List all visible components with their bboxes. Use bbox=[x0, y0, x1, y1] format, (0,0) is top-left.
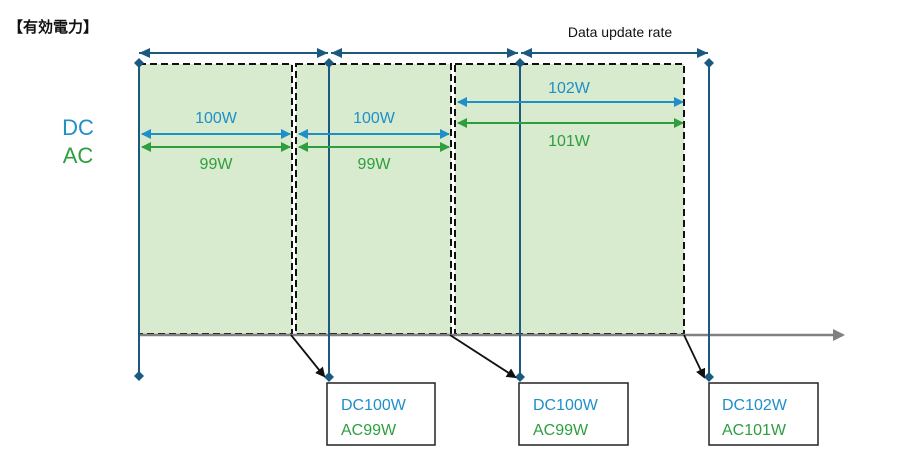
interval-1-ac-arrow-right bbox=[281, 142, 291, 152]
interval-2-ac-arrow-right bbox=[440, 142, 450, 152]
interval-1-ac-value: 99W bbox=[200, 156, 234, 173]
marker-diamond-top-3 bbox=[704, 58, 714, 68]
measurement-window-1 bbox=[139, 64, 292, 334]
window-border-2 bbox=[295, 63, 452, 335]
interval-3: 102W 101W bbox=[457, 80, 684, 150]
marker-diamond-top-2 bbox=[515, 58, 525, 68]
output-pointer-arrow-3 bbox=[683, 334, 706, 379]
output-pointer-arrow-1 bbox=[290, 334, 326, 378]
output-box-2-frame bbox=[518, 382, 629, 446]
measurement-window-3 bbox=[455, 64, 684, 334]
interval-2-ac-value: 99W bbox=[358, 156, 392, 173]
output-pointer-arrow-2 bbox=[449, 334, 517, 379]
marker-diamond-top-1 bbox=[324, 58, 334, 68]
interval-1-dc-value: 100W bbox=[195, 110, 238, 127]
interval-2-dc-arrow-right bbox=[440, 129, 450, 139]
rate-arrowhead-right-3 bbox=[697, 48, 708, 58]
marker-diamond-top-0 bbox=[134, 58, 144, 68]
rate-arrowhead-right-1 bbox=[317, 48, 328, 58]
legend-ac: AC bbox=[63, 143, 94, 168]
data-update-rate-label: Data update rate bbox=[568, 24, 673, 40]
output-box-2: DC100W AC99W bbox=[518, 382, 629, 446]
interval-2-dc-value: 100W bbox=[353, 110, 396, 127]
output-box-3: DC102W AC101W bbox=[708, 382, 819, 446]
rate-arrowhead-left-3 bbox=[521, 48, 532, 58]
output-box-1-ac: AC99W bbox=[341, 422, 397, 439]
output-box-1: DC100W AC99W bbox=[326, 382, 436, 446]
rate-arrowhead-left-2 bbox=[331, 48, 342, 58]
diagram-title: 【有効電力】 bbox=[8, 18, 98, 36]
interval-3-ac-arrow-left bbox=[457, 118, 467, 128]
window-border-3 bbox=[454, 63, 685, 335]
output-box-3-frame bbox=[708, 382, 819, 446]
measurement-window-2 bbox=[296, 64, 451, 334]
update-markers bbox=[134, 58, 714, 382]
marker-diamond-bottom-3 bbox=[704, 372, 714, 382]
interval-1-dc-arrow-right bbox=[281, 129, 291, 139]
update-rate-arrows bbox=[139, 48, 708, 58]
interval-2: 100W 99W bbox=[298, 110, 450, 173]
marker-diamond-bottom-2 bbox=[515, 372, 525, 382]
interval-3-ac-arrow-right bbox=[674, 118, 684, 128]
interval-3-ac-value: 101W bbox=[548, 133, 591, 150]
marker-diamond-bottom-1 bbox=[324, 372, 334, 382]
output-box-2-dc: DC100W bbox=[533, 397, 599, 414]
marker-diamond-bottom-0 bbox=[134, 371, 144, 381]
rate-arrowhead-right-2 bbox=[507, 48, 518, 58]
interval-3-dc-arrow-right bbox=[674, 97, 684, 107]
rate-arrowhead-left-1 bbox=[139, 48, 150, 58]
legend-dc: DC bbox=[62, 115, 94, 140]
output-box-1-frame bbox=[326, 382, 436, 446]
interval-3-dc-arrow-left bbox=[457, 97, 467, 107]
output-box-1-dc: DC100W bbox=[341, 397, 407, 414]
interval-2-ac-arrow-left bbox=[298, 142, 308, 152]
output-box-2-ac: AC99W bbox=[533, 422, 589, 439]
output-box-3-ac: AC101W bbox=[722, 422, 787, 439]
interval-1-dc-arrow-left bbox=[141, 129, 151, 139]
output-box-3-dc: DC102W bbox=[722, 397, 788, 414]
interval-2-dc-arrow-left bbox=[298, 129, 308, 139]
interval-3-dc-value: 102W bbox=[548, 80, 591, 97]
interval-1: 100W 99W bbox=[141, 110, 291, 173]
interval-1-ac-arrow-left bbox=[141, 142, 151, 152]
